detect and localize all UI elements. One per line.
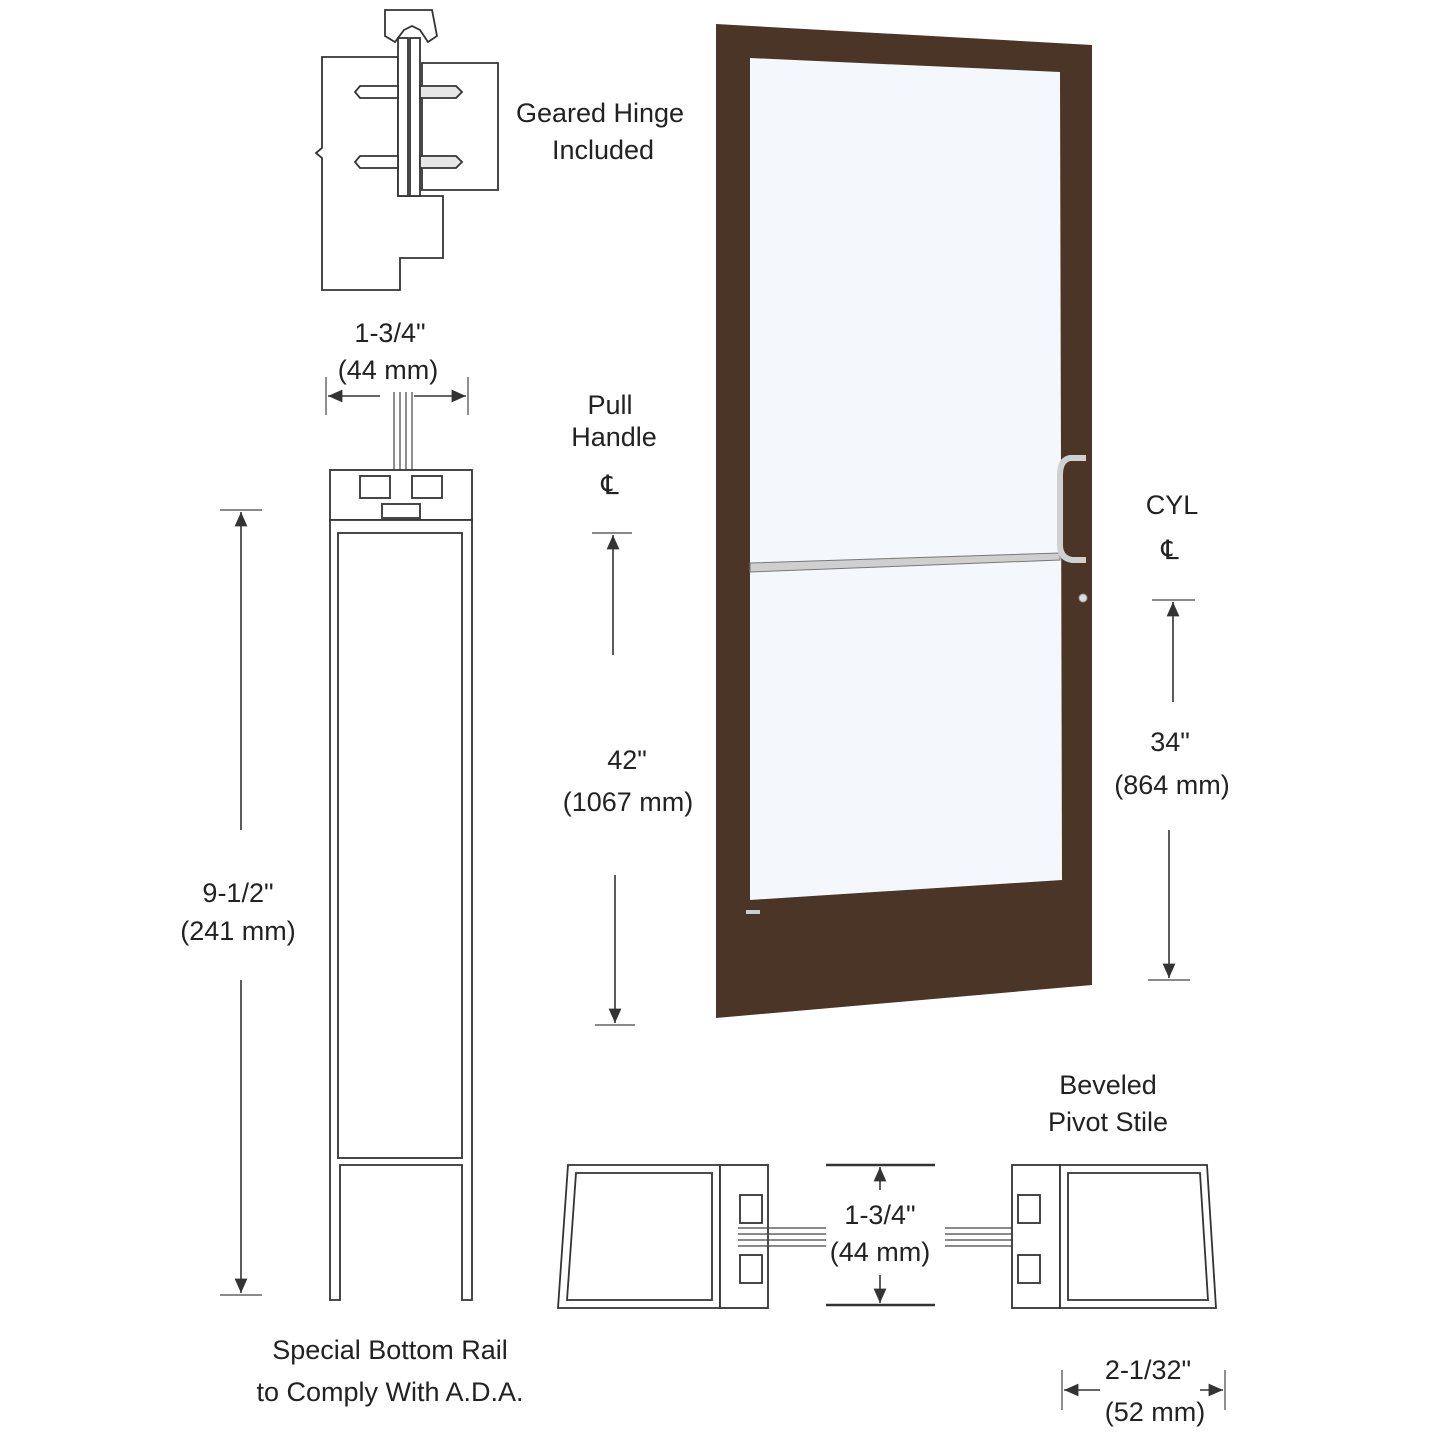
stile-height-mm: (241 mm) — [180, 916, 296, 946]
cylinder-dim-in: 34" — [1150, 727, 1190, 757]
pivot-stile-section-drawing — [557, 1164, 1217, 1309]
pivot-stile-depth-in: 1-3/4" — [844, 1200, 915, 1230]
pivot-stile-label-line1: Beveled — [1059, 1070, 1157, 1100]
pivot-stile-depth-mm: (44 mm) — [830, 1237, 931, 1267]
hinge-label-line1: Geared Hinge — [516, 98, 684, 128]
pivot-stile-width-mm: (52 mm) — [1105, 1397, 1206, 1427]
pull-handle-dim-in: 42" — [607, 745, 647, 775]
cylinder-centerline-symbol: ℄ — [1160, 535, 1179, 565]
door-illustration — [716, 24, 1092, 1018]
pull-handle-dim-mm: (1067 mm) — [563, 787, 694, 817]
stile-width-mm: (44 mm) — [338, 355, 439, 385]
stile-width-in: 1-3/4" — [354, 318, 425, 348]
stile-section-drawing — [329, 392, 473, 1301]
cylinder-dim-mm: (864 mm) — [1114, 770, 1230, 800]
bottom-rail-caption-line1: Special Bottom Rail — [272, 1335, 508, 1365]
pull-handle-label-line1: Pull — [587, 390, 632, 420]
pivot-stile-label-line2: Pivot Stile — [1048, 1107, 1168, 1137]
bottom-rail-caption-line2: to Comply With A.D.A. — [256, 1377, 523, 1407]
pull-handle-centerline-symbol: ℄ — [600, 470, 619, 500]
stile-height-in: 9-1/2" — [202, 878, 273, 908]
cylinder-label: CYL — [1146, 490, 1199, 520]
pull-handle-label-line2: Handle — [571, 422, 657, 452]
geared-hinge-detail — [314, 9, 499, 291]
hinge-label-line2: Included — [552, 135, 654, 165]
pivot-stile-width-in: 2-1/32" — [1105, 1355, 1191, 1385]
